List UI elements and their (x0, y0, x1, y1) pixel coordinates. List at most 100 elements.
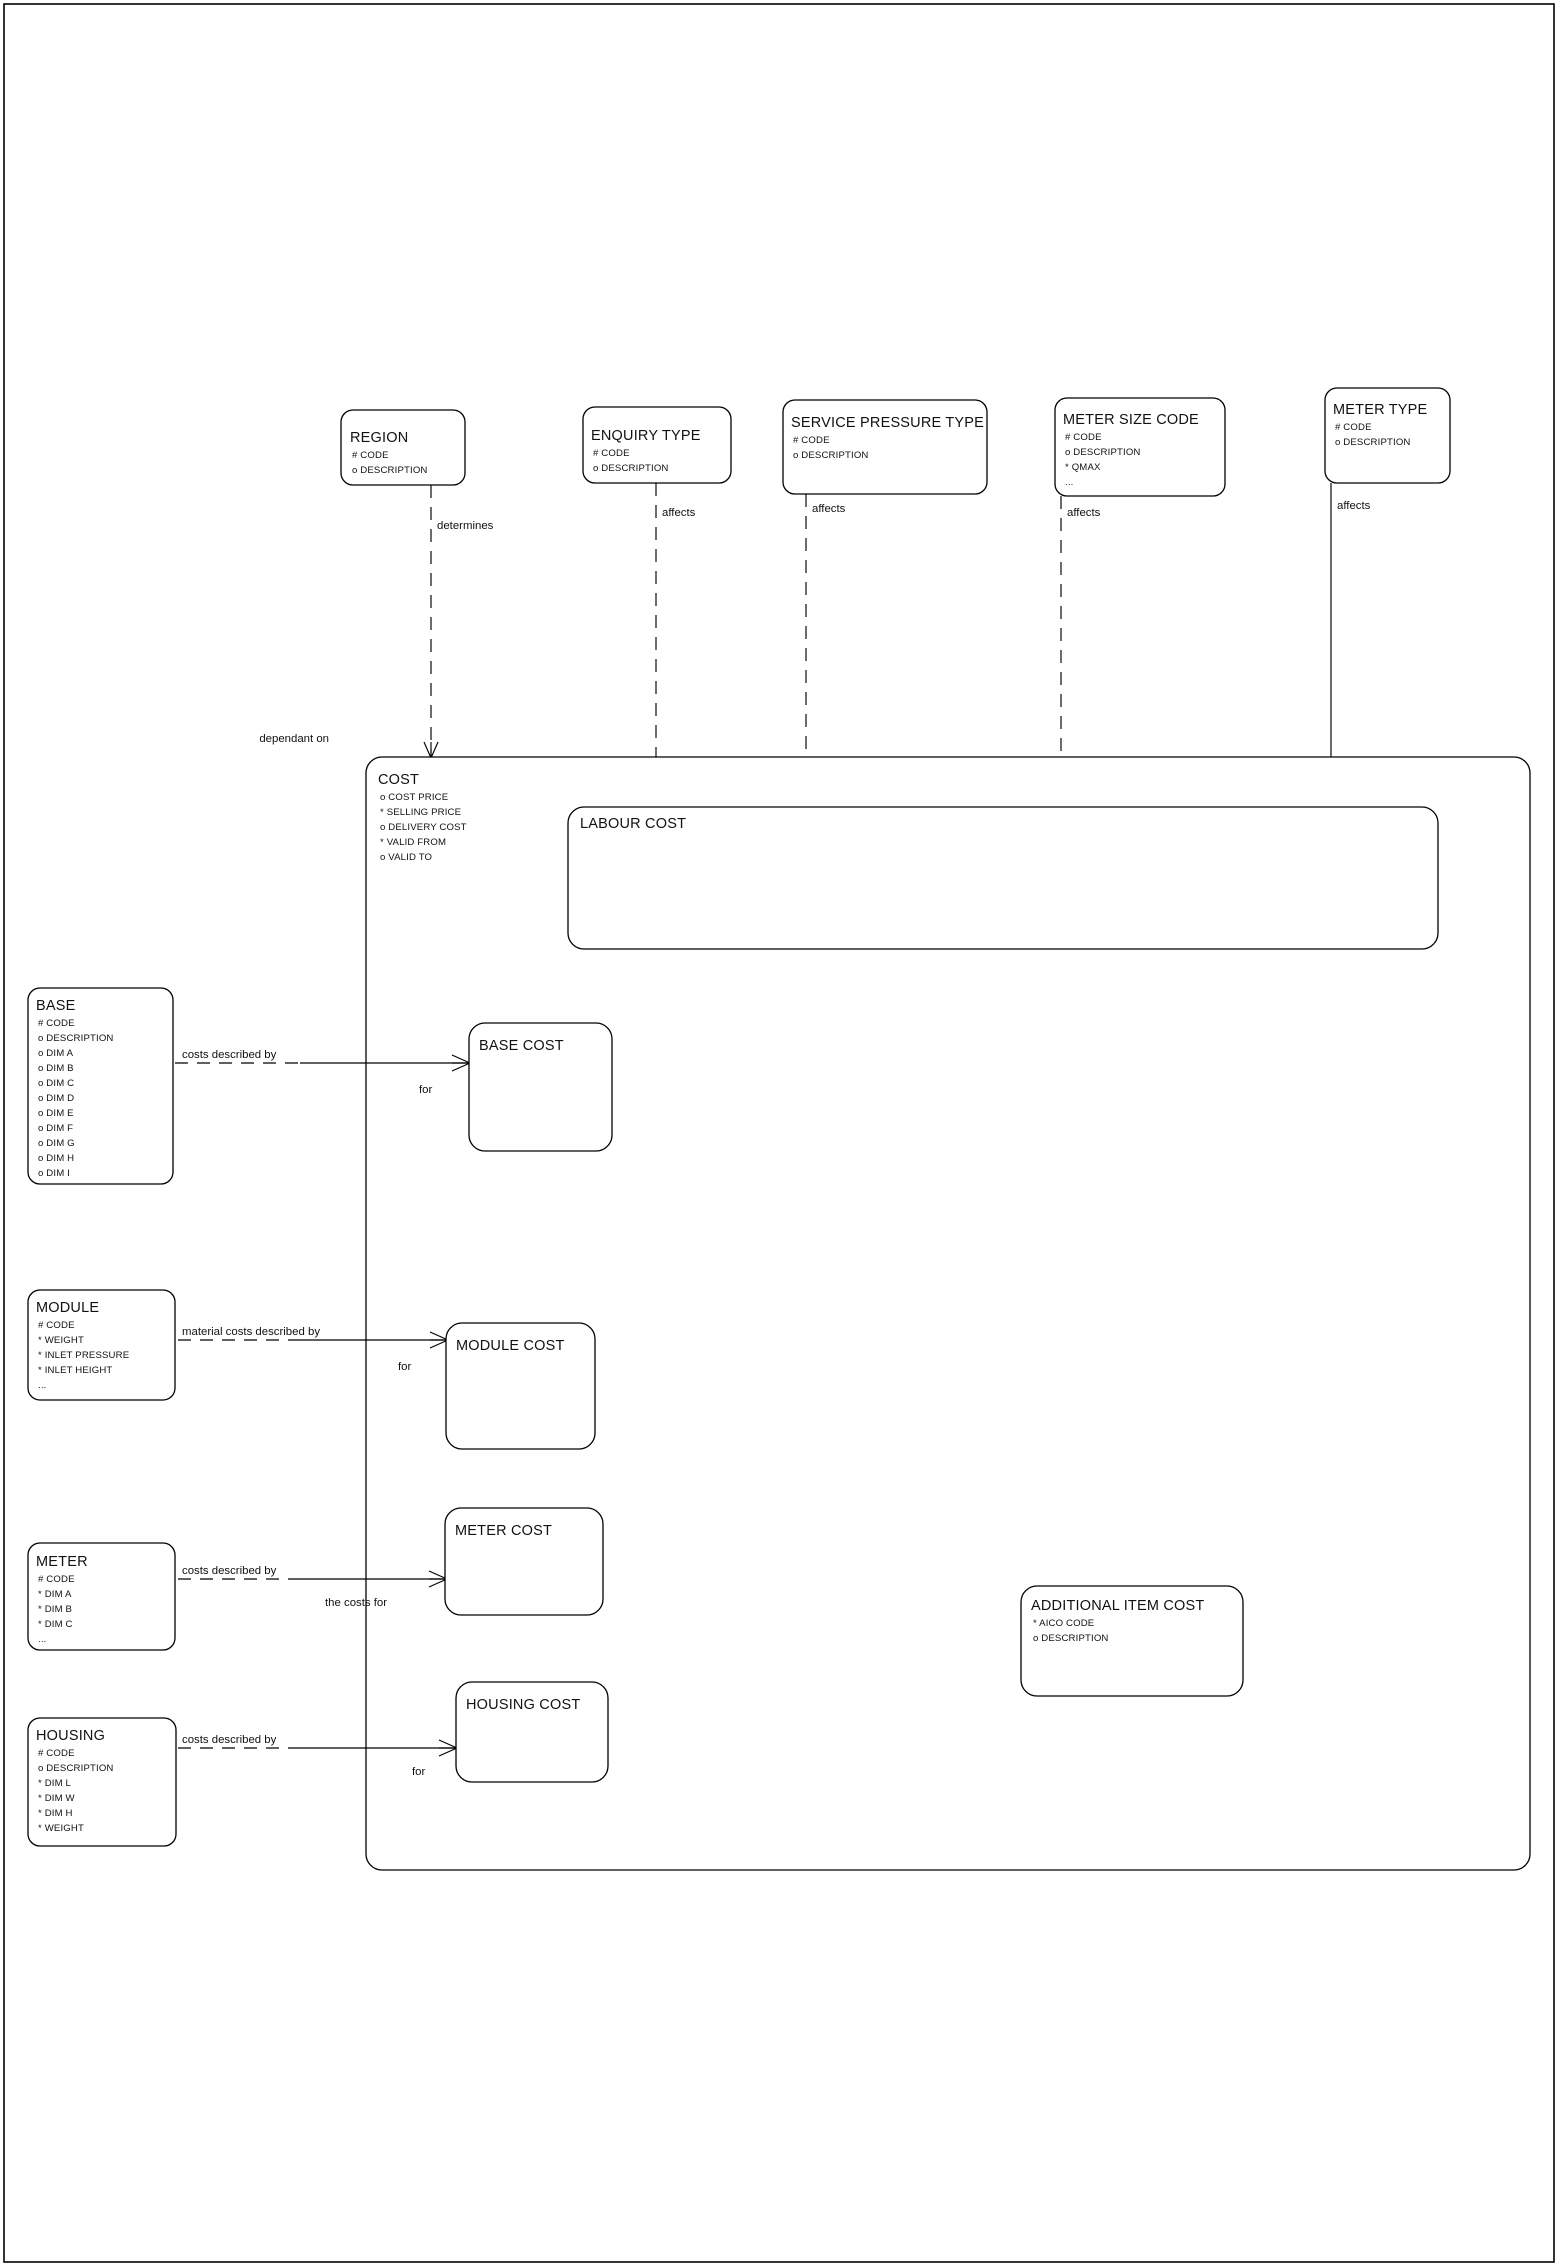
entity-attr-cost-1: * SELLING PRICE (380, 807, 461, 818)
entity-attr-cost-2: o DELIVERY COST (380, 822, 467, 833)
entity-attr-meter-size-code-0: # CODE (1065, 432, 1102, 443)
entity-attr-housing-2: * DIM L (38, 1778, 72, 1789)
entity-title-cost: COST (378, 772, 419, 788)
entity-attr-meter-0: # CODE (38, 1574, 75, 1585)
entity-box-base[interactable] (27, 987, 174, 1185)
entity-title-labour-cost: LABOUR COST (580, 816, 686, 832)
rel-label-the-costs-for: the costs for (325, 1597, 387, 1609)
entity-attr-additional-item-cost-1: o DESCRIPTION (1033, 1633, 1109, 1644)
rel-label-affects: affects (1067, 507, 1101, 519)
relationship-region-cost: determines dependant on (259, 485, 494, 759)
entity-attr-cost-0: o COST PRICE (380, 792, 448, 803)
entity-attr-region-1: o DESCRIPTION (352, 465, 428, 476)
entity-box-meter-size-code[interactable] (1054, 397, 1226, 497)
entity-attr-cost-4: o VALID TO (380, 852, 432, 863)
entity-attr-base-3: o DIM B (38, 1063, 74, 1074)
entity-title-additional-item-cost: ADDITIONAL ITEM COST (1031, 1598, 1204, 1614)
entity-title-service-pressure-type: SERVICE PRESSURE TYPE (791, 415, 984, 431)
entity-attr-base-8: o DIM G (38, 1138, 75, 1149)
entity-box-meter[interactable] (27, 1542, 176, 1651)
entity-attr-meter-size-code-2: * QMAX (1065, 462, 1101, 473)
entity-box-base-cost[interactable] (468, 1022, 613, 1152)
entity-title-module-cost: MODULE COST (456, 1338, 565, 1354)
relationship-module-modulecost: material costs described by for (178, 1326, 449, 1373)
rel-label-for: for (419, 1084, 432, 1096)
entity-title-base-cost: BASE COST (479, 1038, 564, 1054)
rel-label-material-costs-described-by: material costs described by (182, 1326, 320, 1338)
entity-box-labour-cost[interactable] (567, 806, 1439, 950)
rel-label-dependant-on: dependant on (259, 733, 329, 745)
rel-label-costs-described-by: costs described by (182, 1565, 277, 1577)
entity-title-meter-type: METER TYPE (1333, 402, 1428, 418)
entity-title-base: BASE (36, 998, 76, 1014)
rel-label-affects: affects (812, 503, 846, 515)
entity-box-service-pressure-type[interactable] (782, 399, 988, 495)
entity-attr-meter-size-code-1: o DESCRIPTION (1065, 447, 1141, 458)
entity-attr-housing-1: o DESCRIPTION (38, 1763, 114, 1774)
entity-attr-base-6: o DIM E (38, 1108, 74, 1119)
entity-box-housing-cost[interactable] (455, 1681, 609, 1783)
entity-attr-meter-3: * DIM C (38, 1619, 73, 1630)
entity-attr-housing-4: * DIM H (38, 1808, 73, 1819)
entity-box-meter-type[interactable] (1324, 387, 1451, 484)
entity-attr-module-1: * WEIGHT (38, 1335, 84, 1346)
entity-attr-base-10: o DIM I (38, 1168, 70, 1179)
entity-attr-housing-3: * DIM W (38, 1793, 76, 1804)
entity-title-enquiry-type: ENQUIRY TYPE (591, 428, 701, 444)
entity-attr-meter-1: * DIM A (38, 1589, 72, 1600)
crow-foot-cost (423, 741, 439, 759)
entity-attr-base-1: o DESCRIPTION (38, 1033, 114, 1044)
entity-attr-base-0: # CODE (38, 1018, 75, 1029)
relationship-housing-housingcost: costs described by for (178, 1734, 458, 1778)
entity-box-module[interactable] (27, 1289, 176, 1401)
entity-attr-meter-4: ... (38, 1634, 46, 1645)
entity-attr-meter-size-code-3: ... (1065, 477, 1073, 488)
entity-attr-housing-5: * WEIGHT (38, 1823, 84, 1834)
rel-label-for: for (412, 1766, 425, 1778)
entity-attr-meter-2: * DIM B (38, 1604, 72, 1615)
entity-box-enquiry-type[interactable] (582, 406, 732, 484)
entity-attr-base-7: o DIM F (38, 1123, 73, 1134)
entity-attr-base-4: o DIM C (38, 1078, 74, 1089)
entity-attr-base-2: o DIM A (38, 1048, 74, 1059)
entity-attr-meter-type-0: # CODE (1335, 422, 1372, 433)
crow-foot-base-cost (451, 1054, 471, 1072)
entity-title-housing-cost: HOUSING COST (466, 1697, 580, 1713)
entity-box-module-cost[interactable] (445, 1322, 596, 1450)
entity-attr-additional-item-cost-0: * AICO CODE (1033, 1618, 1094, 1629)
rel-label-affects: affects (1337, 500, 1371, 512)
entity-attr-module-3: * INLET HEIGHT (38, 1365, 112, 1376)
entity-attr-housing-0: # CODE (38, 1748, 75, 1759)
relationship-meter-metercost: costs described by the costs for (178, 1565, 448, 1609)
entity-box-additional-item-cost[interactable] (1020, 1585, 1244, 1697)
entity-box-housing[interactable] (27, 1717, 177, 1847)
crow-foot-module-cost (429, 1331, 449, 1349)
entity-attr-cost-3: * VALID FROM (380, 837, 446, 848)
entity-title-meter-cost: METER COST (455, 1523, 552, 1539)
entity-title-housing: HOUSING (36, 1728, 105, 1744)
entity-title-meter: METER (36, 1554, 88, 1570)
entity-attr-meter-type-1: o DESCRIPTION (1335, 437, 1411, 448)
relationship-base-basecost: costs described by for (175, 1049, 471, 1096)
crow-foot-meter-cost (428, 1570, 448, 1588)
rel-label-affects: affects (662, 507, 696, 519)
entity-attr-service-pressure-type-0: # CODE (793, 435, 830, 446)
rel-label-costs-described-by: costs described by (182, 1734, 277, 1746)
rel-label-costs-described-by: costs described by (182, 1049, 277, 1061)
entity-box-meter-cost[interactable] (444, 1507, 604, 1616)
entity-attr-region-0: # CODE (352, 450, 389, 461)
entity-attr-base-9: o DIM H (38, 1153, 74, 1164)
entity-attr-enquiry-type-0: # CODE (593, 448, 630, 459)
rel-label-determines: determines (437, 520, 494, 532)
entity-attr-enquiry-type-1: o DESCRIPTION (593, 463, 669, 474)
entity-attr-service-pressure-type-1: o DESCRIPTION (793, 450, 869, 461)
crow-foot-housing-cost (438, 1739, 458, 1757)
entity-title-region: REGION (350, 430, 408, 446)
entity-attr-base-5: o DIM D (38, 1093, 74, 1104)
entity-attr-module-4: ... (38, 1380, 46, 1391)
entity-attr-module-0: # CODE (38, 1320, 75, 1331)
entity-attr-module-2: * INLET PRESSURE (38, 1350, 129, 1361)
entity-box-region[interactable] (340, 409, 466, 486)
